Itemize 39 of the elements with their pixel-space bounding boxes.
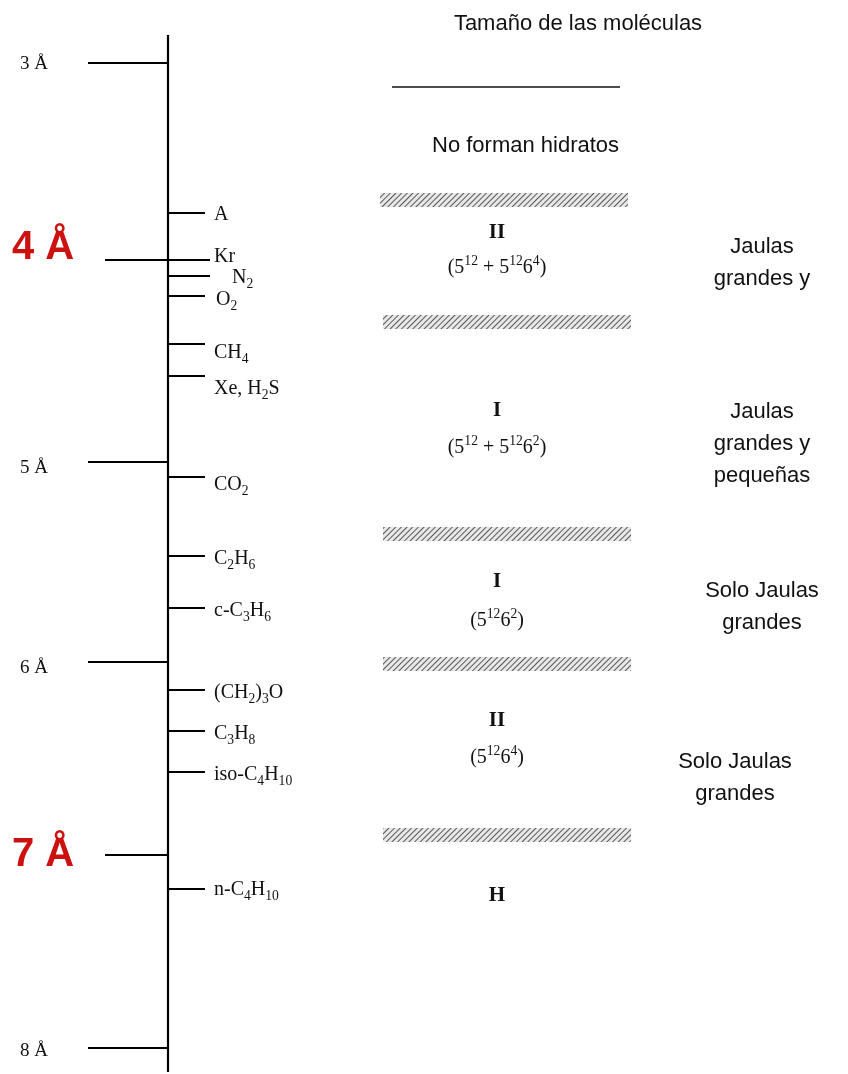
molecule-label: O$_{2}$ [216,287,238,309]
molecule-label: A [214,202,229,224]
structure-type: H [488,883,506,907]
cage-formula: (5$^{12}$ + 5$^{12}$6$^{2}$) [447,435,547,457]
molecule-label: iso-C$_{4}$H$_{10}$ [214,762,293,784]
scale-value: 7 Å [12,830,75,874]
cage-formula: (5$^{12}$6$^{4}$) [470,745,524,767]
scale-value: 8 Å [20,1039,48,1061]
molecule-label: Xe, H$_{2}$S [214,376,280,398]
hatched-band [383,828,631,842]
molecule-label: n-C$_{4}$H$_{10}$ [214,877,279,899]
molecule-label: Kr [214,244,236,266]
structure-type: I [492,398,502,422]
molecule-label: C$_{2}$H$_{6}$ [214,546,256,568]
scale-value: 5 Å [20,456,48,478]
region-label: No forman hidratos [432,132,620,158]
hatched-band [383,315,631,329]
scale-value: 6 Å [20,656,48,678]
hatched-band [380,193,628,207]
cage-description: Jaulas grandes y [712,232,812,292]
molecule-label: c-C$_{3}$H$_{6}$ [214,598,271,620]
molecule-label: (CH$_{2}$)$_{3}$O [214,680,284,702]
structure-type: I [492,569,502,593]
molecule-label: N$_{2}$ [232,265,254,287]
structure-type: II [488,220,506,244]
cage-description: Solo Jaulas grandes [677,747,793,807]
structure-type: II [488,708,506,732]
scale-value: 4 Å [12,223,75,267]
cage-formula: (5$^{12}$ + 5$^{12}$6$^{4}$) [447,255,547,277]
cage-formula: (5$^{12}$6$^{2}$) [470,608,524,630]
hatched-band [383,657,631,671]
molecule-label: CO$_{2}$ [214,472,249,494]
scale-value: 3 Å [20,52,48,74]
diagram-title: Tamaño de las moléculas [453,10,703,36]
molecule-label: CH$_{4}$ [214,340,249,362]
cage-description: Jaulas grandes y pequeñas [712,397,812,489]
hatched-band [383,527,631,541]
cage-description: Solo Jaulas grandes [704,576,820,636]
molecule-label: C$_{3}$H$_{8}$ [214,721,256,743]
